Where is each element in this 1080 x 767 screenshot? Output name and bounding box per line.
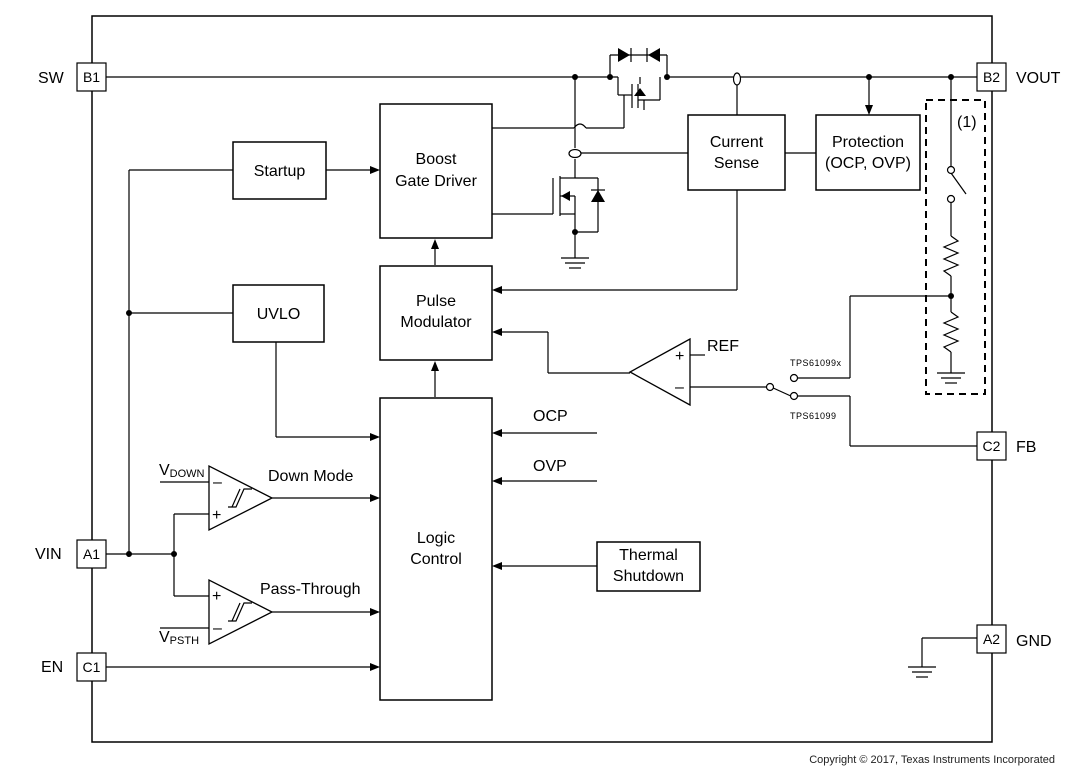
- tps61099-label: TPS61099: [790, 411, 837, 421]
- boost-label-line1: Boost: [416, 151, 457, 168]
- protection-label-line1: Protection: [832, 134, 904, 151]
- internal-divider-box: [925, 99, 986, 395]
- error-amp-plus: +: [675, 348, 684, 365]
- switch-contacts: [765, 165, 956, 401]
- pass-comp-plus: +: [212, 588, 221, 605]
- logic-label-line1: Logic: [417, 530, 455, 547]
- logic-control-block: [379, 397, 493, 701]
- current-label-line1: Current: [710, 134, 764, 151]
- svg-text:C2: C2: [983, 438, 1001, 454]
- note-label: (1): [957, 114, 977, 131]
- svg-text:A1: A1: [83, 546, 100, 562]
- junction-dots: [126, 74, 954, 557]
- pin-sw: B1 SW: [38, 62, 107, 92]
- thermal-label-line2: Shutdown: [613, 568, 684, 585]
- copyright-text: Copyright © 2017, Texas Instruments Inco…: [809, 754, 1055, 766]
- vpsth-label: VPSTH: [159, 629, 199, 647]
- thermal-shutdown-block: [596, 541, 701, 592]
- down-comp-plus: +: [212, 507, 221, 524]
- protection-label-line2: (OCP, OVP): [825, 155, 911, 172]
- svg-text:B1: B1: [83, 69, 100, 85]
- pulse-modulator-block: [379, 265, 493, 361]
- vdown-label: VDOWN: [159, 462, 205, 480]
- pin-gnd: A2 GND: [976, 624, 1052, 654]
- pin-vout-name: VOUT: [1016, 70, 1061, 87]
- current-sense-block: [687, 114, 786, 191]
- down-mode-label: Down Mode: [268, 468, 353, 485]
- pulse-label-line2: Modulator: [400, 314, 472, 331]
- current-label-line2: Sense: [714, 155, 759, 172]
- svg-text:B2: B2: [983, 69, 1000, 85]
- boost-gate-driver-block: [379, 103, 493, 239]
- device-outline: [91, 15, 993, 743]
- pin-fb-name: FB: [1016, 439, 1036, 456]
- pass-through-label: Pass-Through: [260, 581, 361, 598]
- pin-vin: A1 VIN: [35, 539, 107, 569]
- pin-sw-name: SW: [38, 70, 65, 87]
- uvlo-block: [232, 284, 325, 343]
- pass-comp-minus: –: [213, 620, 222, 637]
- startup-block: [232, 141, 327, 200]
- boost-label-line2: Gate Driver: [395, 173, 477, 190]
- pin-fb: C2 FB: [976, 431, 1036, 461]
- pin-vout: B2 VOUT: [976, 62, 1061, 92]
- error-amp-minus: –: [675, 379, 684, 396]
- svg-text:C1: C1: [83, 659, 101, 675]
- pin-en: C1 EN: [41, 652, 107, 682]
- protection-block: [815, 114, 921, 191]
- ref-label: REF: [707, 338, 739, 355]
- pulse-label-line1: Pulse: [416, 293, 456, 310]
- down-comp-minus: –: [213, 474, 222, 491]
- ovp-label: OVP: [533, 458, 567, 475]
- thermal-label-line1: Thermal: [619, 547, 678, 564]
- logic-label-line2: Control: [410, 551, 462, 568]
- error-amplifier: [628, 337, 691, 407]
- startup-label: Startup: [254, 163, 306, 180]
- wires: [106, 48, 977, 678]
- pin-en-name: EN: [41, 659, 63, 676]
- pin-gnd-name: GND: [1016, 633, 1052, 650]
- uvlo-label: UVLO: [257, 306, 301, 323]
- ocp-label: OCP: [533, 408, 568, 425]
- tps61099x-label: TPS61099x: [790, 358, 842, 368]
- pin-vin-name: VIN: [35, 546, 62, 563]
- svg-text:A2: A2: [983, 631, 1000, 647]
